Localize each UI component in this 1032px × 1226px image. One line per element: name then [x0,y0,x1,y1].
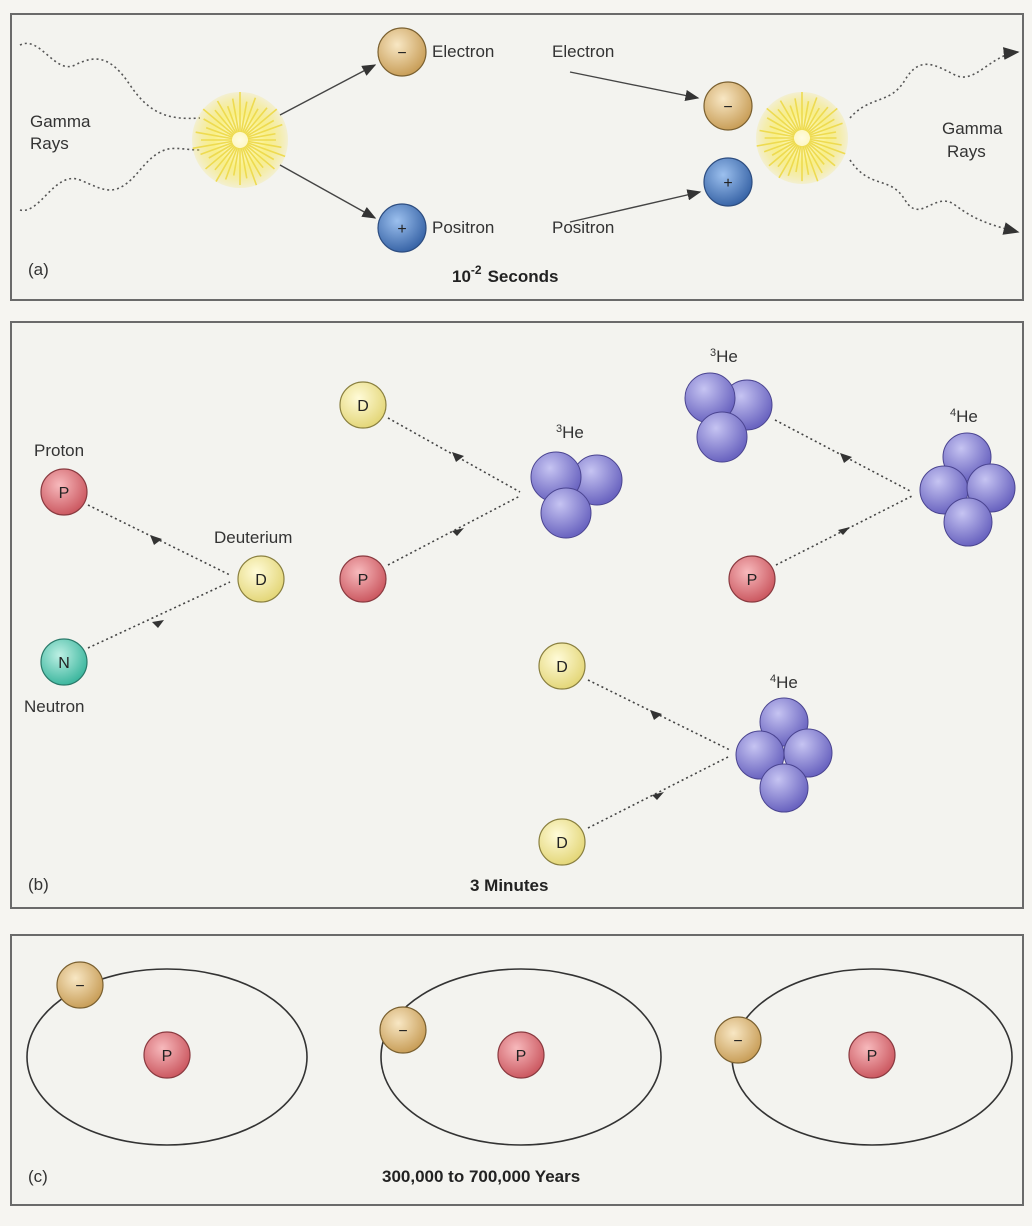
hydrogen-proton-letter-3: P [867,1048,878,1065]
energy-flash-icon [192,92,288,188]
he4-nucleus-1 [919,432,1016,547]
electron-label-out: Electron [432,42,494,61]
proton-label: Proton [34,441,84,460]
arrowhead-p2 [452,528,464,536]
panel-b-caption: 3 Minutes [470,876,548,895]
panel-b: Proton P N Neutron Deuterium D D P 3He 3… [10,321,1024,909]
neutron-letter: N [58,655,70,672]
electron-particle [377,27,427,77]
electron-particle-right [703,81,753,131]
hydrogen-electron-1 [56,961,104,1009]
arrowhead-d3 [650,710,662,720]
hydrogen-proton-1 [143,1031,191,1079]
deuterium-particle-3 [538,642,586,690]
he4-nucleus-2 [735,697,833,813]
proton-letter-2: P [358,572,369,589]
neutron-path [87,581,231,649]
he3-path [774,419,913,493]
hydrogen-proton-letter-2: P [516,1048,527,1065]
positron-label-in: Positron [552,218,614,237]
he3-nucleus-1 [530,451,623,539]
deuterium-letter-2: D [357,398,369,415]
gamma-ray-out-bottom [849,159,1020,235]
panel-b-frame [10,321,1024,909]
he3-nucleus-2 [684,372,773,463]
he3-label-1: 3He [556,423,584,442]
hydrogen-electron-sign-2: − [398,1023,407,1040]
arrow-to-electron [279,64,377,116]
arrowhead-d2 [452,452,464,462]
positron-sign: + [397,221,406,238]
arrow-electron-in [569,71,700,101]
proton-path [87,504,231,576]
gamma-ray-in-bottom [19,147,201,211]
gamma-rays-right-line1: Gamma [942,119,1003,138]
proton-particle-2 [339,555,387,603]
deuterium-particle-4 [538,818,586,866]
gamma-rays-left-line2: Rays [30,134,69,153]
hydrogen-electron-2 [379,1006,427,1054]
electron-label-in: Electron [552,42,614,61]
deuterium-letter-4: D [556,835,568,852]
hydrogen-proton-letter-1: P [162,1048,173,1065]
proton-letter: P [59,485,70,502]
proton-letter-3: P [747,572,758,589]
proton-particle-3 [728,555,776,603]
neutron-label: Neutron [24,697,84,716]
deuterium-path-4 [587,755,731,829]
positron-sign-right: + [723,175,732,192]
panel-a: Gamma Rays − Electron + Positron Electro… [10,13,1024,301]
neutron-path-arrowhead [152,620,164,628]
orbit-1 [26,968,308,1146]
positron-particle-right [703,157,753,207]
hydrogen-electron-sign-3: − [733,1033,742,1050]
panel-c-caption: 300,000 to 700,000 Years [382,1167,580,1186]
deuterium-path-3 [587,679,731,751]
hydrogen-proton-3 [848,1031,896,1079]
hydrogen-proton-2 [497,1031,545,1079]
gamma-rays-right-line2: Rays [947,142,986,161]
arrow-positron-in [569,189,702,223]
panel-c-label: (c) [28,1167,48,1186]
he4-label-2: 4He [770,673,798,692]
gamma-rays-left-line1: Gamma [30,112,91,131]
panel-a-frame [10,13,1024,301]
he4-label-1: 4He [950,407,978,426]
electron-sign-right: − [723,99,732,116]
deuterium-particle-2 [339,381,387,429]
hydrogen-electron-3 [714,1016,762,1064]
orbit-2 [380,968,662,1146]
proton-particle [40,468,88,516]
neutron-particle [40,638,88,686]
deuterium-letter-3: D [556,659,568,676]
proton-path-arrowhead [150,535,162,545]
panel-b-label: (b) [28,875,49,894]
arrowhead-p3 [838,527,850,535]
electron-sign: − [397,45,406,62]
positron-label-out: Positron [432,218,494,237]
panel-a-label: (a) [28,260,49,279]
arrowhead-he3 [840,453,852,463]
he3-label-2: 3He [710,347,738,366]
deuterium-label: Deuterium [214,528,292,547]
gamma-ray-in-top [19,42,201,120]
arrowhead-d4 [652,792,664,800]
annihilation-flash-icon [756,92,848,184]
panel-c: P − P − P − (c) 300,000 to 700,000 Years [10,934,1024,1206]
deuterium-letter: D [255,572,267,589]
arrow-to-positron [279,164,377,219]
deuterium-particle [237,555,285,603]
hydrogen-electron-sign-1: − [75,978,84,995]
positron-particle [377,203,427,253]
